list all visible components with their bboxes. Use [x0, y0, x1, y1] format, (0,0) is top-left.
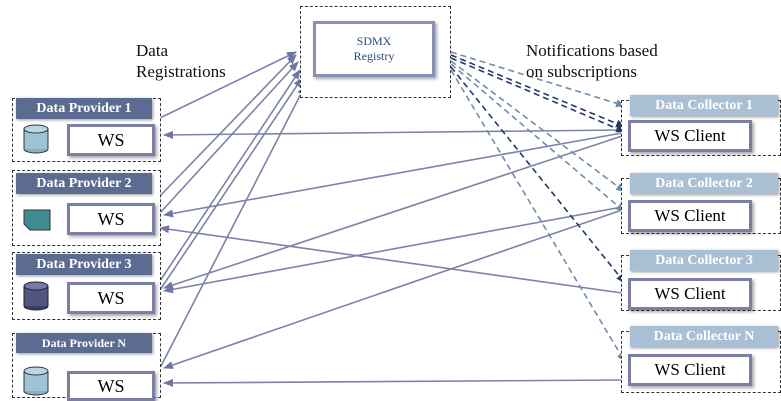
provider-label-3: Data Provider 3	[16, 254, 152, 275]
collector-label-3: Data Collector 3	[630, 250, 778, 271]
query-arrow-3	[163, 135, 623, 289]
query-arrow-6	[159, 225, 623, 294]
query-arrow-5	[163, 209, 623, 369]
collector-label-1: Data Collector 1	[630, 95, 778, 116]
query-arrow-1	[163, 129, 623, 139]
notifications-caption: Notifications based on subscriptions	[526, 40, 658, 82]
collector-ws-client-3[interactable]: WS Client	[628, 278, 752, 310]
cylinder-icon	[23, 124, 49, 154]
notification-arrow-7	[450, 69, 626, 363]
cylinder-icon	[23, 366, 49, 396]
data-registrations-line-1: Data	[136, 41, 169, 60]
cylinder-icon	[23, 281, 49, 311]
notification-arrow-2	[450, 54, 626, 128]
provider-label-2: Data Provider 2	[16, 173, 152, 194]
provider-ws-1[interactable]: WS	[67, 124, 155, 156]
provider-box-n: Data Provider N WS	[12, 333, 161, 401]
notification-arrow-1	[450, 51, 626, 108]
registration-arrow-2	[159, 54, 297, 197]
provider-box-2: Data Provider 2 WS	[12, 170, 161, 246]
registration-arrow-3	[159, 61, 299, 214]
collector-label-n: Data Collector N	[630, 326, 778, 347]
document-icon	[23, 209, 51, 231]
registration-arrow-5	[159, 77, 303, 291]
registration-arrow-1	[159, 51, 297, 119]
query-arrow-2	[163, 132, 623, 218]
registration-arrow-4	[159, 69, 301, 282]
provider-box-3: Data Provider 3 WS	[12, 252, 161, 320]
collector-box-3: Data Collector 3 WS Client	[621, 250, 781, 311]
provider-box-1: Data Provider 1 WS	[12, 98, 161, 162]
provider-ws-n[interactable]: WS	[67, 371, 155, 401]
registry-container: SDMX Registry	[300, 6, 451, 98]
collector-box-n: Data Collector N WS Client	[621, 326, 781, 393]
collector-ws-client-2[interactable]: WS Client	[628, 200, 752, 232]
notification-arrow-5	[450, 63, 626, 213]
collector-label-2: Data Collector 2	[630, 173, 778, 194]
notifications-line-1: Notifications based	[526, 41, 658, 60]
registry-title: SDMX	[356, 34, 392, 48]
provider-label-n: Data Provider N	[16, 333, 152, 353]
notifications-line-2: on subscriptions	[526, 62, 637, 81]
query-arrow-4	[163, 206, 623, 294]
notification-arrow-4	[450, 60, 626, 193]
notification-arrow-3	[450, 57, 626, 133]
collector-ws-client-n[interactable]: WS Client	[628, 354, 752, 386]
data-registrations-caption: Data Registrations	[136, 40, 226, 82]
collector-ws-client-1[interactable]: WS Client	[628, 120, 752, 152]
data-registrations-line-2: Registrations	[136, 62, 226, 81]
provider-ws-3[interactable]: WS	[67, 282, 155, 314]
provider-label-1: Data Provider 1	[16, 98, 152, 119]
registration-arrow-6	[159, 85, 306, 369]
notification-arrow-6	[450, 66, 626, 284]
registry-subtitle: Registry	[353, 49, 395, 63]
collector-box-2: Data Collector 2 WS Client	[621, 173, 781, 234]
query-arrow-7	[163, 378, 623, 387]
registry-box[interactable]: SDMX Registry	[313, 21, 435, 77]
provider-ws-2[interactable]: WS	[67, 203, 155, 235]
collector-box-1: Data Collector 1 WS Client	[621, 95, 781, 156]
edges-layer	[159, 51, 626, 387]
